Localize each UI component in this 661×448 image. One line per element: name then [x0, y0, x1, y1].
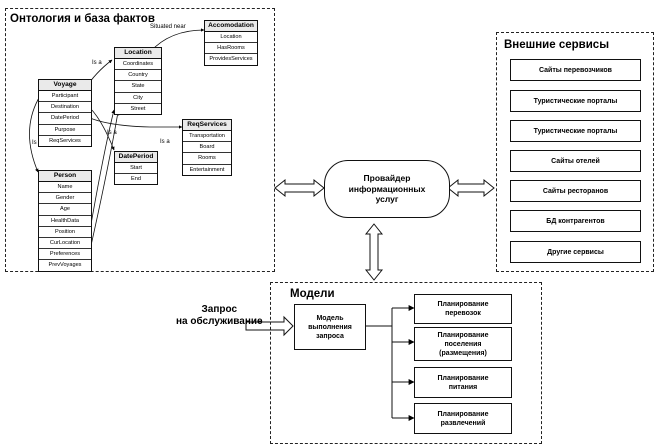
information-service-provider: Провайдер информационных услуг	[324, 160, 450, 218]
plan-transport: Планирование перевозок	[414, 294, 512, 324]
class-voyage-name: Voyage	[39, 80, 91, 91]
plan-entertainment: Планирование развлечений	[414, 403, 512, 434]
class-person-field: Name	[39, 182, 91, 194]
plan-line: Планирование	[437, 331, 489, 339]
class-accomodation-field: Location	[205, 32, 257, 44]
class-person-field: Position	[39, 227, 91, 238]
relation-voyage-person	[29, 95, 41, 173]
plan-line: поселения	[444, 340, 482, 348]
relation-label-situated-near: Situated near	[150, 24, 186, 30]
class-dateperiod-name: DatePeriod	[115, 152, 157, 163]
class-accomodation-name: Accomodation	[205, 21, 257, 32]
relation-label-isa-reqservices: Is a	[160, 139, 170, 145]
class-accomodation: Accomodation Location HasRooms ProvidesS…	[204, 20, 258, 66]
class-accomodation-field: ProvidesServices	[209, 56, 253, 63]
execution-model-line: Модель	[316, 314, 344, 322]
class-person: Person Name Gender Age HealthData Positi…	[38, 170, 92, 272]
class-location-field: Coordinates	[115, 59, 161, 71]
class-dateperiod-field: Start	[115, 163, 157, 175]
class-reqservices-field: Transportation	[183, 131, 231, 143]
external-service-item: Туристические порталы	[510, 120, 641, 142]
request-line: на обслуживание	[176, 316, 263, 327]
models-title: Модели	[290, 288, 335, 300]
plan-line: развлечений	[440, 419, 486, 427]
class-person-field: CurLocation	[39, 238, 91, 250]
class-voyage-field: Destination	[39, 102, 91, 114]
models-panel	[270, 282, 542, 444]
class-accomodation-field: HasRooms	[205, 43, 257, 55]
plan-line: Планирование	[437, 410, 489, 418]
execution-model-box: Модель выполнения запроса	[294, 304, 366, 350]
class-reqservices-field: Entertainment	[189, 166, 225, 173]
relation-person-location	[89, 109, 115, 231]
class-location-name: Location	[115, 48, 161, 59]
arrow-ontology-provider	[274, 178, 325, 198]
ontology-title: Онтология и база фактов	[10, 13, 155, 25]
provider-line: услуг	[375, 194, 399, 205]
external-services-title: Внешние сервисы	[504, 39, 610, 51]
plan-meals: Планирование питания	[414, 367, 512, 398]
model-connectors	[364, 305, 415, 421]
class-person-name: Person	[39, 171, 91, 182]
class-location-field: State	[115, 81, 161, 93]
execution-model-line: запроса	[316, 332, 344, 340]
external-service-item: Другие сервисы	[510, 241, 641, 263]
provider-line: Провайдер	[363, 173, 411, 184]
external-service-item: БД контрагентов	[510, 210, 641, 232]
relation-label-isa-dateperiod: Is a	[107, 130, 117, 136]
request-line: Запрос	[201, 304, 238, 315]
plan-line: Планирование	[437, 301, 489, 308]
plan-line: питания	[448, 383, 478, 391]
external-services-panel	[496, 32, 654, 272]
arrow-request	[245, 315, 294, 337]
execution-model-line: выполнения	[308, 323, 352, 331]
relation-label-isa-person: Is a	[32, 140, 42, 146]
relation-label-isa-location: Is a	[92, 60, 102, 66]
class-reqservices: ReqServices Transportation Board Rooms E…	[182, 119, 232, 176]
class-voyage-field: Purpose	[39, 125, 91, 136]
external-service-item: Сайты перевозчиков	[510, 59, 641, 81]
class-person-field: Age	[39, 204, 91, 216]
class-dateperiod: DatePeriod Start End	[114, 151, 158, 186]
class-person-field: PrevVoyages	[48, 262, 82, 269]
class-location-field: Country	[115, 70, 161, 82]
plan-line: (размещения)	[439, 349, 487, 357]
class-location-field: City	[115, 93, 161, 104]
class-voyage: Voyage Participant Destination DatePerio…	[38, 79, 92, 147]
class-reqservices-field: Board	[183, 142, 231, 154]
arrow-provider-models	[364, 223, 384, 281]
class-reqservices-name: ReqServices	[183, 120, 231, 131]
ontology-panel	[5, 8, 275, 272]
class-voyage-field: ReqServices	[49, 137, 81, 144]
relation-person-location-2	[89, 111, 120, 251]
plan-accommodation: Планирование поселения (размещения)	[414, 327, 512, 361]
class-person-field: Gender	[39, 193, 91, 205]
class-voyage-field: DatePeriod	[39, 113, 91, 125]
class-person-field: Preferences	[39, 249, 91, 261]
provider-line: информационных	[348, 183, 426, 194]
class-voyage-field: Participant	[39, 91, 91, 103]
class-dateperiod-field: End	[131, 176, 141, 183]
class-location: Location Coordinates Country State City …	[114, 47, 162, 115]
relation-voyage-reqservices	[89, 117, 183, 129]
plan-line: Планирование	[437, 374, 489, 382]
class-location-field: Street	[130, 105, 146, 112]
external-service-item: Туристические порталы	[510, 90, 641, 112]
class-person-field: HealthData	[39, 216, 91, 227]
service-request-label: Запрос на обслуживание	[176, 304, 263, 328]
plan-line: перевозок	[445, 310, 481, 317]
arrow-provider-external	[447, 178, 495, 198]
class-reqservices-field: Rooms	[183, 153, 231, 165]
external-service-item: Сайты ресторанов	[510, 180, 641, 202]
external-service-item: Сайты отелей	[510, 150, 641, 172]
